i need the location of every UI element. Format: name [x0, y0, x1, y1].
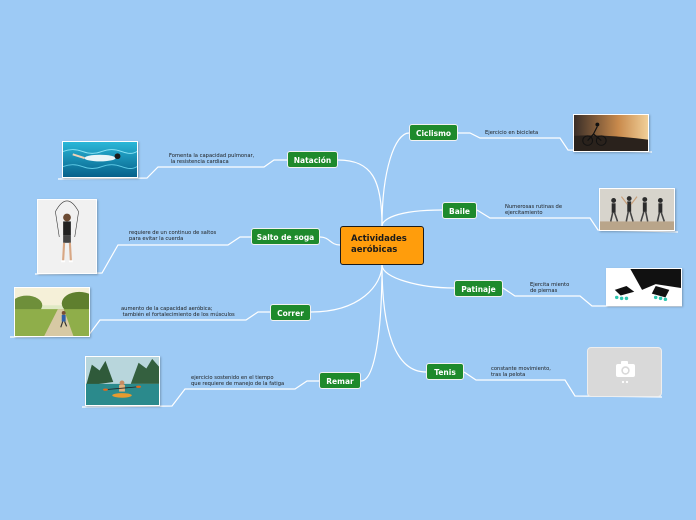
- note-baile: Numerosas rutinas de ejercitamiento: [505, 204, 563, 217]
- rollerblades-photo: [606, 268, 682, 306]
- branch-correr[interactable]: Correr: [270, 304, 311, 321]
- note-remar: ejercicio sostenido en el tiempo que req…: [191, 375, 285, 388]
- dance-class-photo: [599, 188, 675, 231]
- branch-patinaje[interactable]: Patinaje: [454, 280, 503, 297]
- note-patinaje: Ejercita miento de piernas: [530, 282, 570, 295]
- branch-baile[interactable]: Baile: [442, 202, 477, 219]
- jump-rope-photo: [37, 199, 97, 274]
- note-salto-de-soga: requiere de un continuo de saltos para e…: [129, 230, 217, 243]
- note-correr: aumento de la capacidad aeróbica; tambié…: [121, 306, 235, 319]
- camera-placeholder-icon: [616, 361, 635, 384]
- central-topic-line1: Actividades: [351, 234, 407, 244]
- central-topic[interactable]: Actividades aeróbicas: [340, 226, 424, 265]
- branch-natacion[interactable]: Natación: [287, 151, 338, 168]
- note-tenis: constante movimiento, tras la pelota: [491, 366, 551, 379]
- branch-tenis[interactable]: Tenis: [426, 363, 464, 380]
- note-natacion: Fomenta la capacidad pulmonar, la resist…: [169, 153, 255, 166]
- branch-salto-de-soga[interactable]: Salto de soga: [251, 228, 320, 245]
- runner-photo: [14, 287, 90, 337]
- cyclist-photo: [573, 114, 649, 152]
- swimmer-photo: [62, 141, 138, 178]
- branch-remar[interactable]: Remar: [319, 372, 361, 389]
- branch-ciclismo[interactable]: Ciclismo: [409, 124, 458, 141]
- note-ciclismo: Ejercicio en bicicleta: [485, 130, 539, 136]
- central-topic-line2: aeróbicas: [351, 244, 398, 255]
- kayak-photo: [85, 356, 160, 406]
- image-placeholder: [587, 347, 662, 397]
